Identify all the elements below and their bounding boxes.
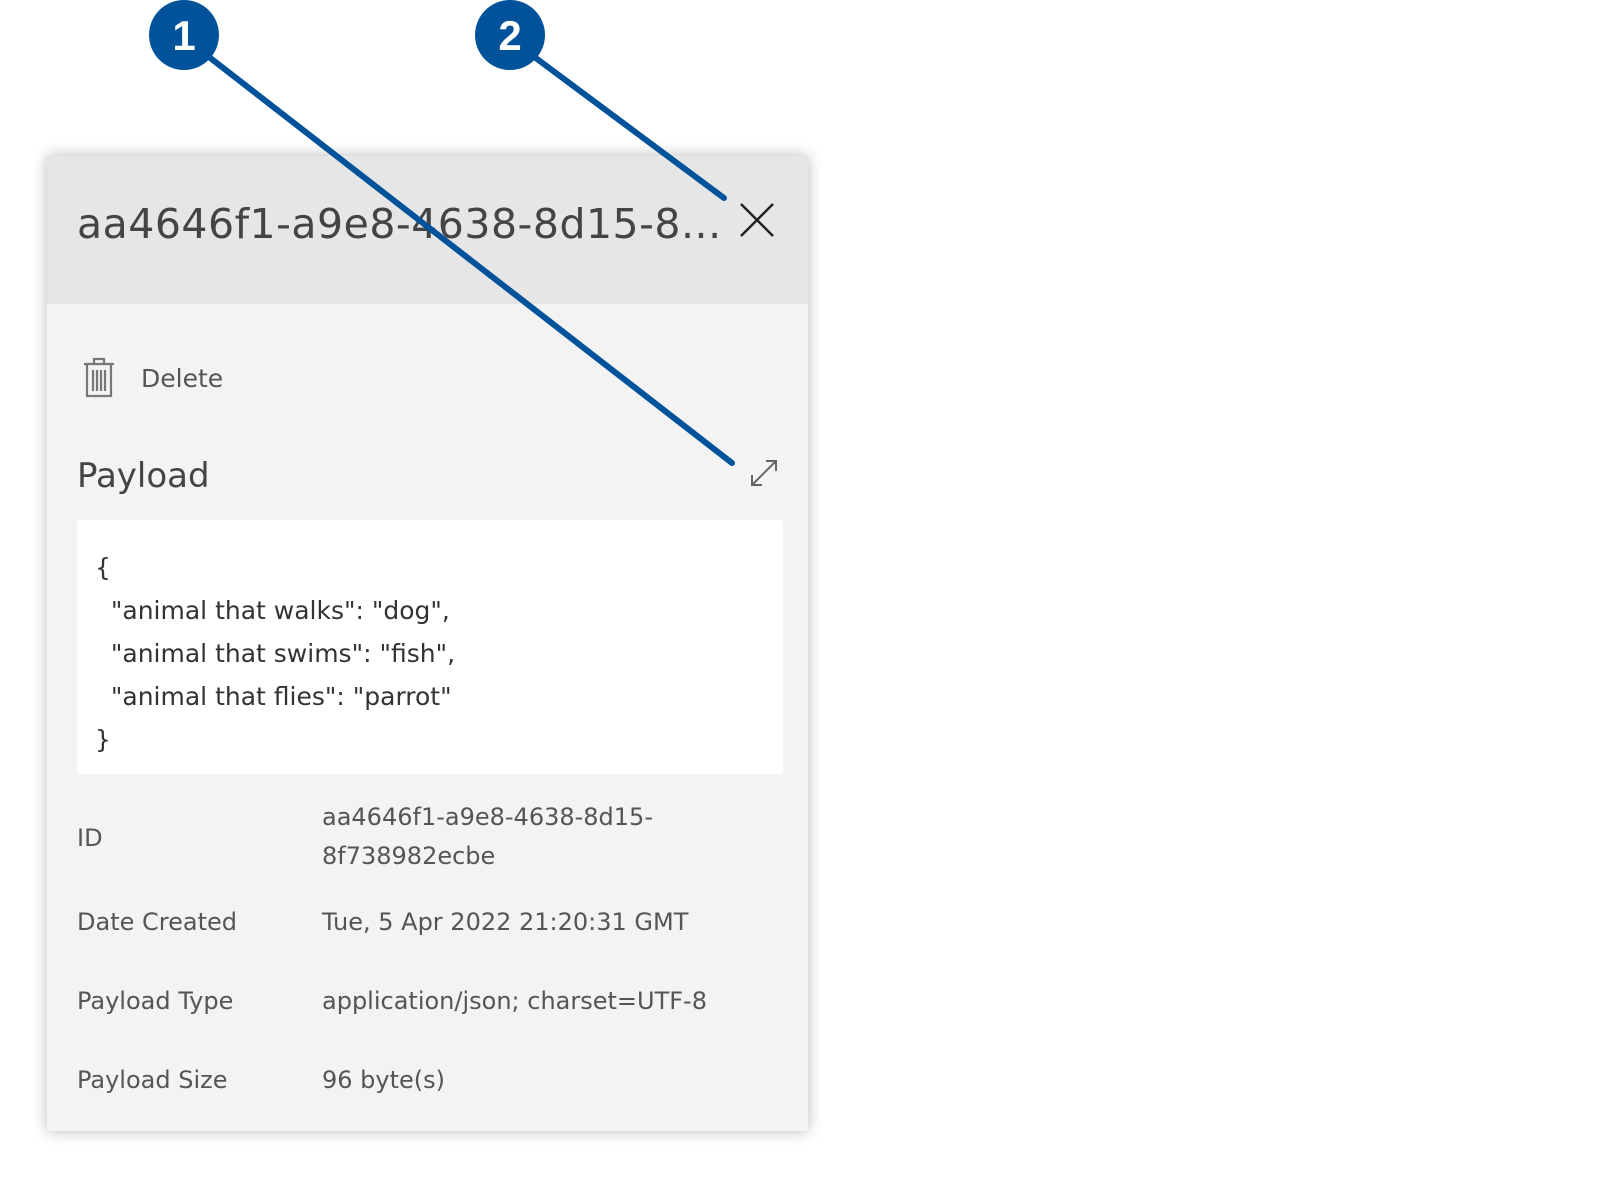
- payload-line: "animal that swims": "fish",: [95, 639, 456, 668]
- callout-line-2: [522, 47, 727, 201]
- trash-icon: [84, 357, 114, 398]
- detail-key: Payload Type: [77, 987, 234, 1015]
- callout-number-1: 1: [172, 12, 195, 59]
- detail-key: ID: [77, 824, 103, 852]
- payload-line: "animal that walks": "dog",: [95, 596, 450, 625]
- expand-button[interactable]: [749, 458, 779, 488]
- detail-value: application/json; charset=UTF-8: [322, 987, 707, 1015]
- close-button[interactable]: [737, 200, 777, 240]
- payload-heading: Payload: [77, 456, 210, 496]
- close-icon: [740, 203, 774, 237]
- detail-value: 96 byte(s): [322, 1066, 446, 1094]
- payload-line: "animal that flies": "parrot": [95, 682, 452, 711]
- message-detail-panel: aa4646f1-a9e8-4638-8d15-8... Delete Payl…: [47, 156, 808, 1131]
- delete-label: Delete: [141, 363, 224, 393]
- detail-key: Date Created: [77, 908, 237, 936]
- expand-icon: [751, 460, 777, 486]
- callout-number-2: 2: [498, 12, 521, 59]
- payload-content: { "animal that walks": "dog", "animal th…: [77, 520, 783, 774]
- payload-line: }: [95, 725, 111, 754]
- payload-line: {: [95, 553, 111, 582]
- delete-button[interactable]: Delete: [81, 356, 223, 400]
- callout-badge-2: [475, 0, 545, 70]
- callout-line-1: [197, 47, 735, 466]
- detail-value: aa4646f1-a9e8-4638-8d15-8f738982ecbe: [322, 803, 653, 870]
- detail-value: Tue, 5 Apr 2022 21:20:31 GMT: [322, 908, 689, 936]
- callout-badge-1: [149, 0, 219, 70]
- detail-key: Payload Size: [77, 1066, 228, 1094]
